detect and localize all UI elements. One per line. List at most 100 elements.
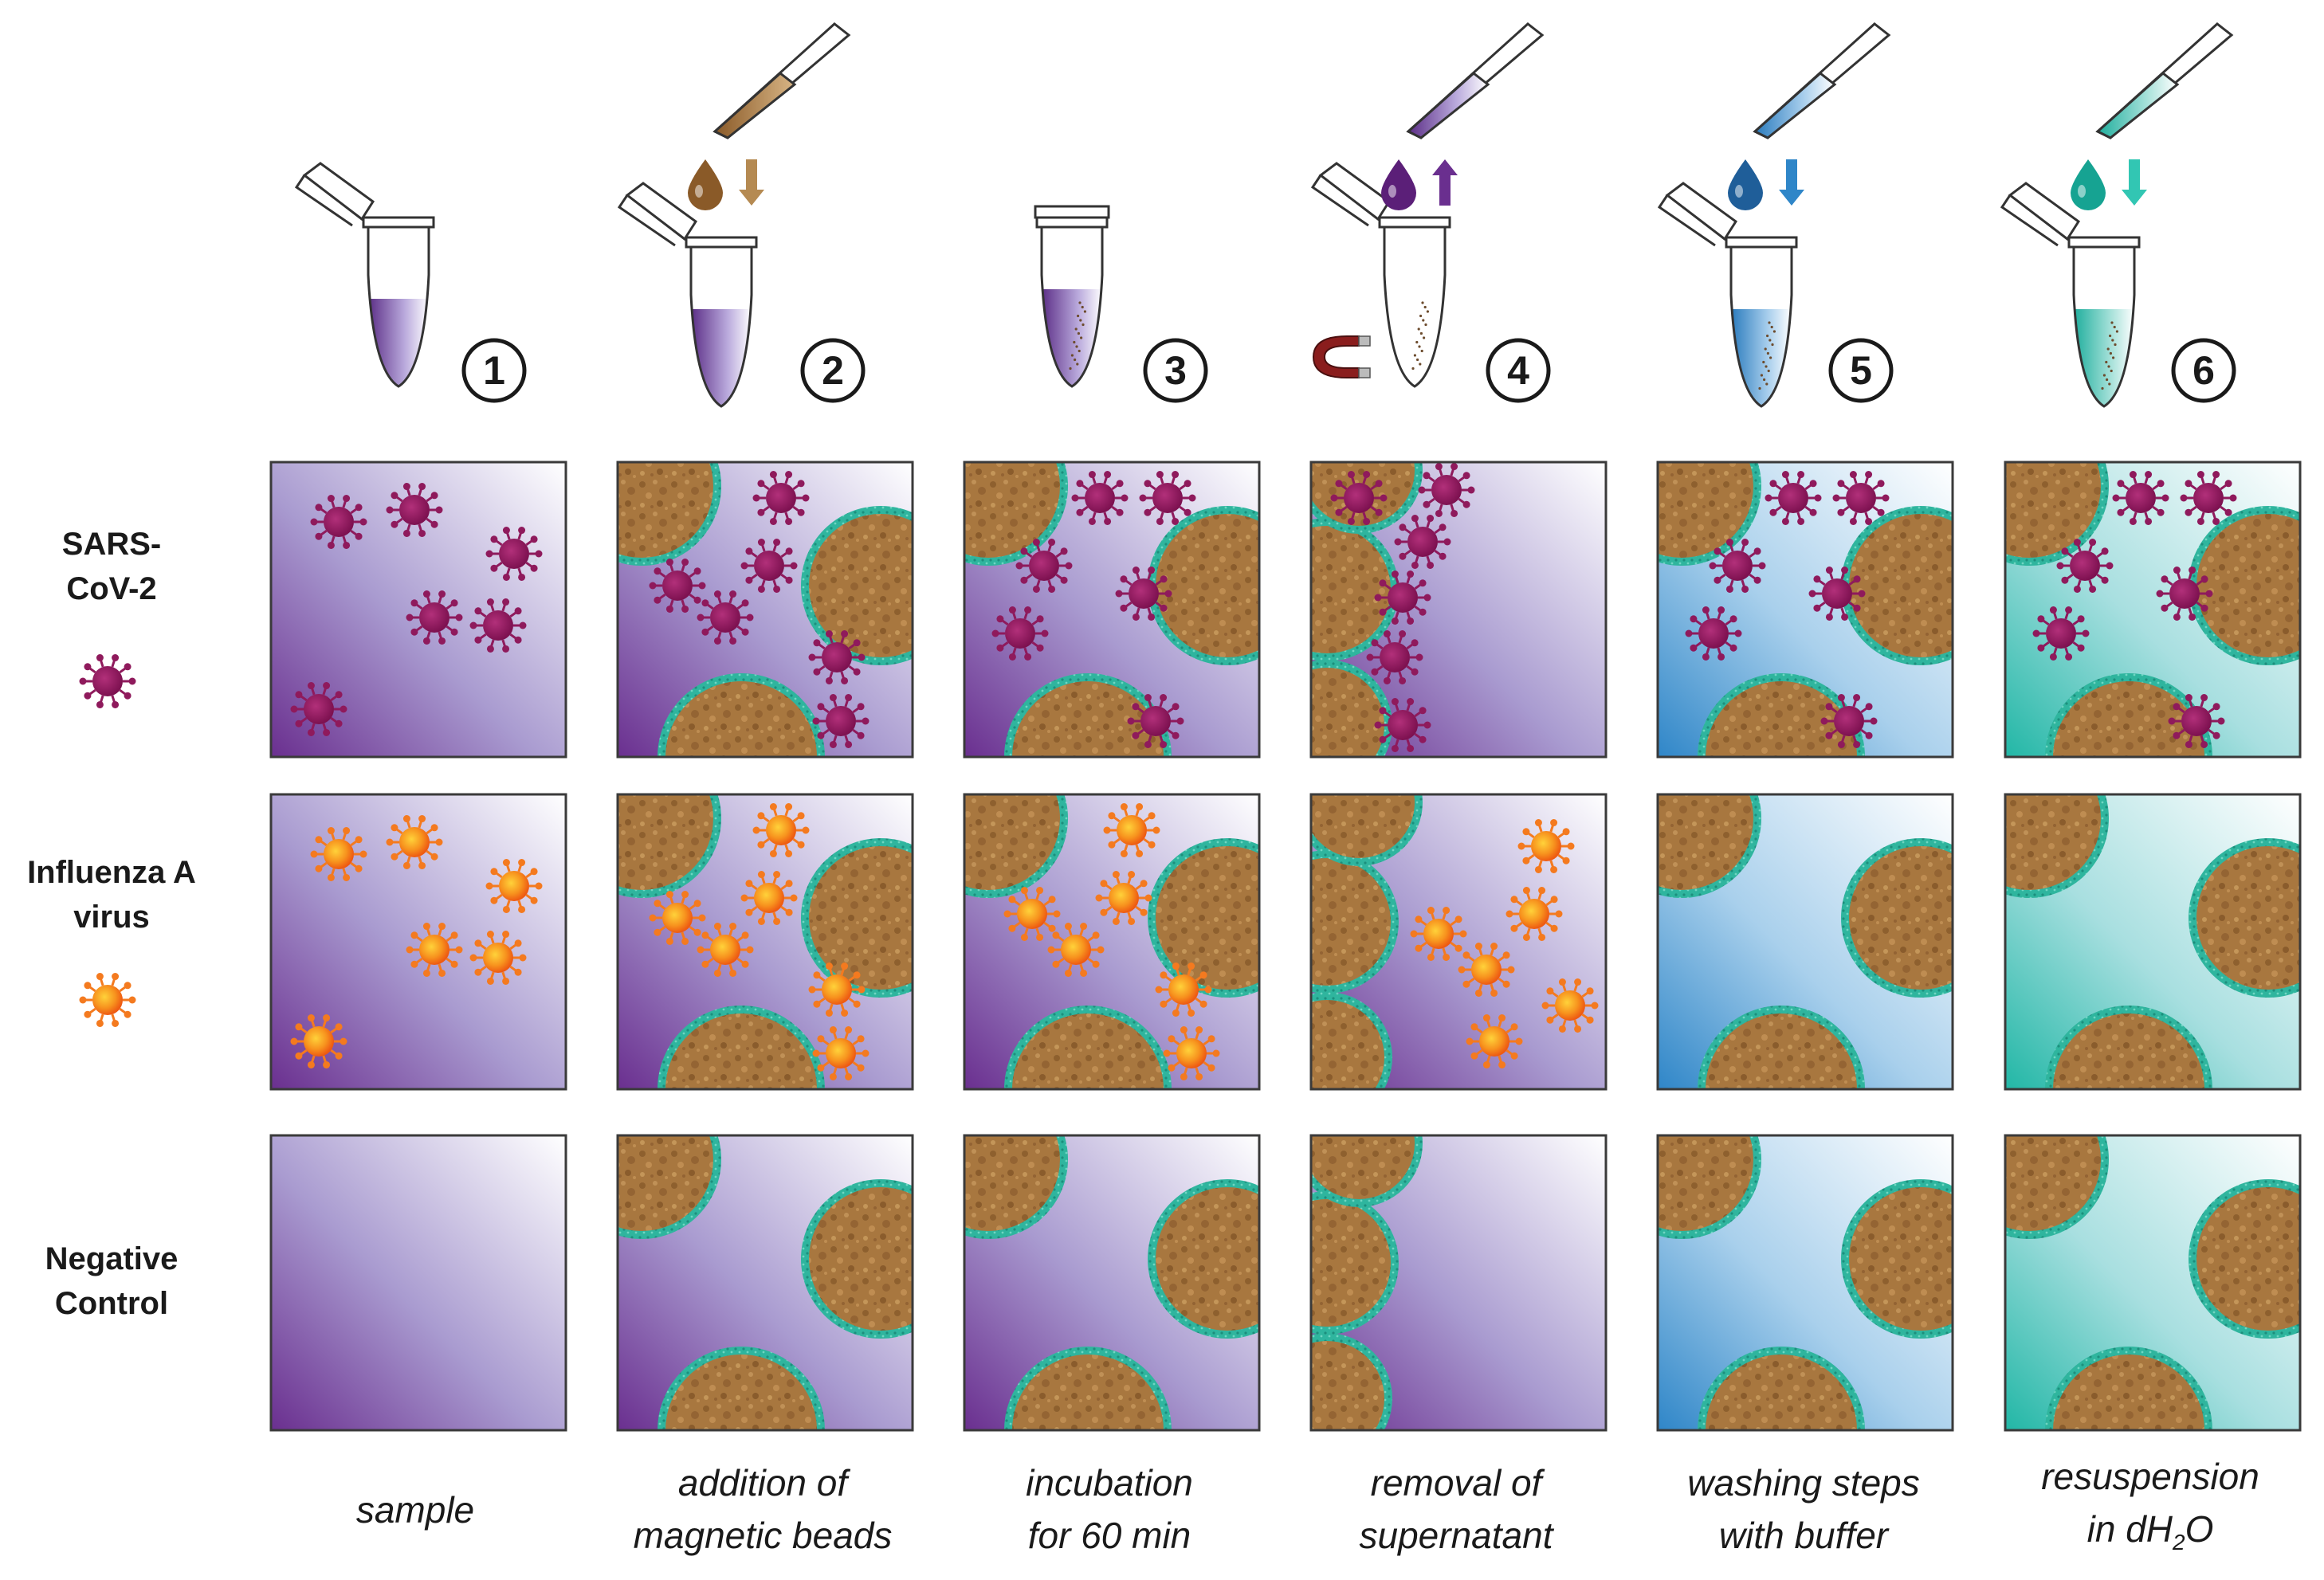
virus-spike-tip	[343, 495, 351, 503]
virus-spike-tip	[1717, 653, 1725, 661]
virus-spike-tip	[2129, 471, 2137, 479]
virus-spike-tip	[698, 914, 706, 922]
influenza-virus-icon	[1458, 943, 1515, 997]
virus-spike-tip	[1427, 561, 1435, 569]
virus-spike-tip	[2049, 653, 2057, 661]
bead-speck	[1424, 323, 1427, 327]
virus-spike-tip	[1065, 562, 1073, 570]
bead-speck	[1420, 349, 1423, 353]
virus-spike-tip	[1865, 731, 1873, 739]
influenza-virus-icon	[469, 931, 527, 985]
virus-spike-tip	[812, 1049, 820, 1057]
virus-spike-tip	[1419, 608, 1427, 616]
panel-border	[1309, 793, 1608, 1091]
virus-spike-tip	[2161, 575, 2169, 583]
bead-speck	[2109, 351, 2112, 355]
virus-spike-tip	[746, 614, 754, 621]
virus-spike-tip	[438, 969, 446, 977]
virus-spike-tip	[1020, 933, 1028, 941]
virus-body	[399, 827, 430, 857]
virus-spike-tip	[1853, 740, 1861, 748]
virus-spike-tip	[1562, 857, 1570, 864]
bead-speck	[1765, 365, 1768, 368]
virus-spike-tip	[829, 740, 837, 748]
virus-spike-tip	[340, 1037, 347, 1045]
virus-spike-tip	[1060, 576, 1068, 584]
tube-rim	[685, 236, 758, 249]
bead-speck	[1760, 374, 1763, 377]
virus-spike-tip	[327, 541, 335, 549]
virus-spike-tip	[773, 539, 781, 547]
virus-spike-tip	[1374, 721, 1382, 729]
panel-step-3-row-2	[963, 793, 1261, 1091]
tube-liquid	[2074, 309, 2134, 406]
virus-spike-tip	[1474, 989, 1482, 997]
virus-spike-tip	[2200, 604, 2208, 612]
panel-content	[964, 794, 1259, 1089]
virus-spike-tip	[802, 826, 810, 834]
virus-spike-tip	[355, 864, 363, 872]
sars-cov-2-virus-icon	[697, 590, 754, 645]
virus-spike-tip	[1168, 1064, 1176, 1072]
panel-step-6-row-1	[2004, 461, 2302, 759]
magnetic-bead	[2053, 1355, 2204, 1430]
virus-body	[822, 974, 852, 1005]
virus-spike-tip	[1435, 463, 1443, 471]
virus-spike-tip	[841, 1009, 849, 1017]
virus-spike-tip	[502, 931, 510, 939]
virus-spike-tip	[681, 891, 689, 899]
panel-step-5-row-3	[1656, 1134, 1954, 1432]
virus-spike-tip	[2056, 562, 2064, 570]
virus-spike-tip	[1052, 931, 1060, 939]
virus-spike-tip	[1586, 1016, 1594, 1024]
virus-spike-tip	[1781, 517, 1789, 525]
virus-spike-tip	[1100, 880, 1108, 888]
virus-body	[483, 943, 513, 973]
virus-spike-tip	[315, 532, 323, 540]
virus-spike-tip	[1008, 896, 1016, 904]
formula-suffix: O	[2185, 1508, 2214, 1550]
virus-spike-tip	[124, 1010, 132, 1018]
drop-icon	[1728, 159, 1763, 210]
virus-spike-tip	[1399, 676, 1407, 684]
drop-icon	[688, 159, 723, 210]
virus-spike-tip	[84, 1010, 92, 1018]
virus-spike-tip	[1140, 908, 1148, 916]
bead-speck	[1766, 351, 1769, 355]
virus-spike-tip	[1741, 539, 1749, 547]
virus-spike-tip	[857, 1035, 865, 1043]
sars-cov-2-virus-icon	[991, 606, 1049, 661]
tube-lid	[625, 182, 698, 241]
virus-spike-tip	[2117, 480, 2125, 488]
virus-spike-tip	[1813, 575, 1821, 583]
virus-spike-tip	[1725, 585, 1733, 593]
virus-body	[1085, 483, 1115, 513]
virus-body	[826, 706, 856, 736]
step-number-6: 6	[2171, 338, 2236, 403]
virus-spike-tip	[450, 599, 458, 607]
influenza-virus-icon	[697, 923, 754, 977]
virus-spike-tip	[2185, 740, 2192, 748]
tube-lid-edge	[1310, 174, 1369, 227]
virus-spike-tip	[530, 896, 538, 904]
virus-spike-tip	[1685, 629, 1693, 637]
virus-spike-tip	[335, 719, 343, 727]
magnetic-bead	[1311, 1000, 1384, 1089]
virus-spike-tip	[1407, 570, 1415, 578]
virus-spike-tip	[1020, 887, 1028, 895]
step-number-5: 5	[1828, 338, 1894, 403]
bead-speck	[1769, 356, 1772, 359]
virus-spike-tip	[1053, 910, 1061, 918]
virus-spike-tip	[2061, 547, 2069, 555]
panel-border	[1656, 793, 1954, 1091]
virus-spike-tip	[112, 973, 120, 981]
virus-spike-tip	[1423, 721, 1431, 729]
virus-spike-tip	[1841, 567, 1849, 574]
step-number-4: 4	[1486, 338, 1551, 403]
tube-lid-edge	[2000, 194, 2059, 247]
bead-speck	[1763, 378, 1766, 382]
virus-spike-tip	[1825, 613, 1833, 621]
virus-spike-tip	[1335, 508, 1343, 516]
virus-spike-tip	[1714, 576, 1721, 584]
virus-spike-tip	[1116, 480, 1124, 488]
